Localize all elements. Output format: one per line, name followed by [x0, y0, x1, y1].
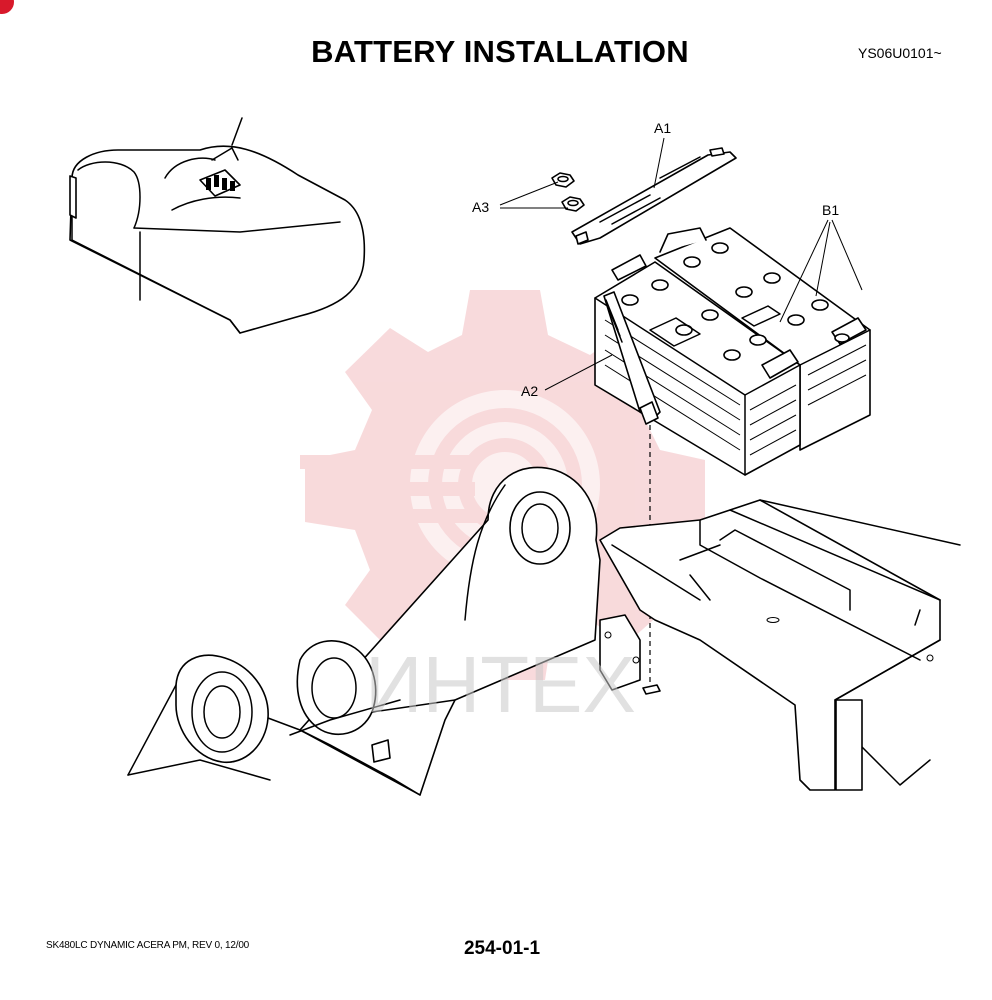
document-code: YS06U0101~ [858, 45, 942, 61]
leader-lines [499, 137, 863, 391]
footer-model-revision: SK480LC DYNAMIC ACERA PM, REV 0, 12/00 [46, 940, 250, 951]
battery-terminals [621, 242, 850, 361]
machine-overview [69, 117, 366, 334]
bolt-hole [642, 684, 661, 695]
watermark-text: ИНТЕХ [365, 640, 636, 729]
nuts-a3 [551, 172, 585, 212]
hold-down-bar-a1 [571, 147, 737, 245]
machine-frame [127, 466, 961, 796]
callout-a2: A2 [521, 383, 538, 399]
j-bolt-a2 [603, 291, 661, 425]
batteries-b1 [594, 227, 871, 476]
callout-a1: A1 [654, 120, 671, 136]
callout-b1: B1 [822, 202, 839, 218]
page-title: BATTERY INSTALLATION [311, 34, 689, 69]
callout-a3: A3 [472, 199, 489, 215]
page-number: 254-01-1 [463, 938, 541, 959]
